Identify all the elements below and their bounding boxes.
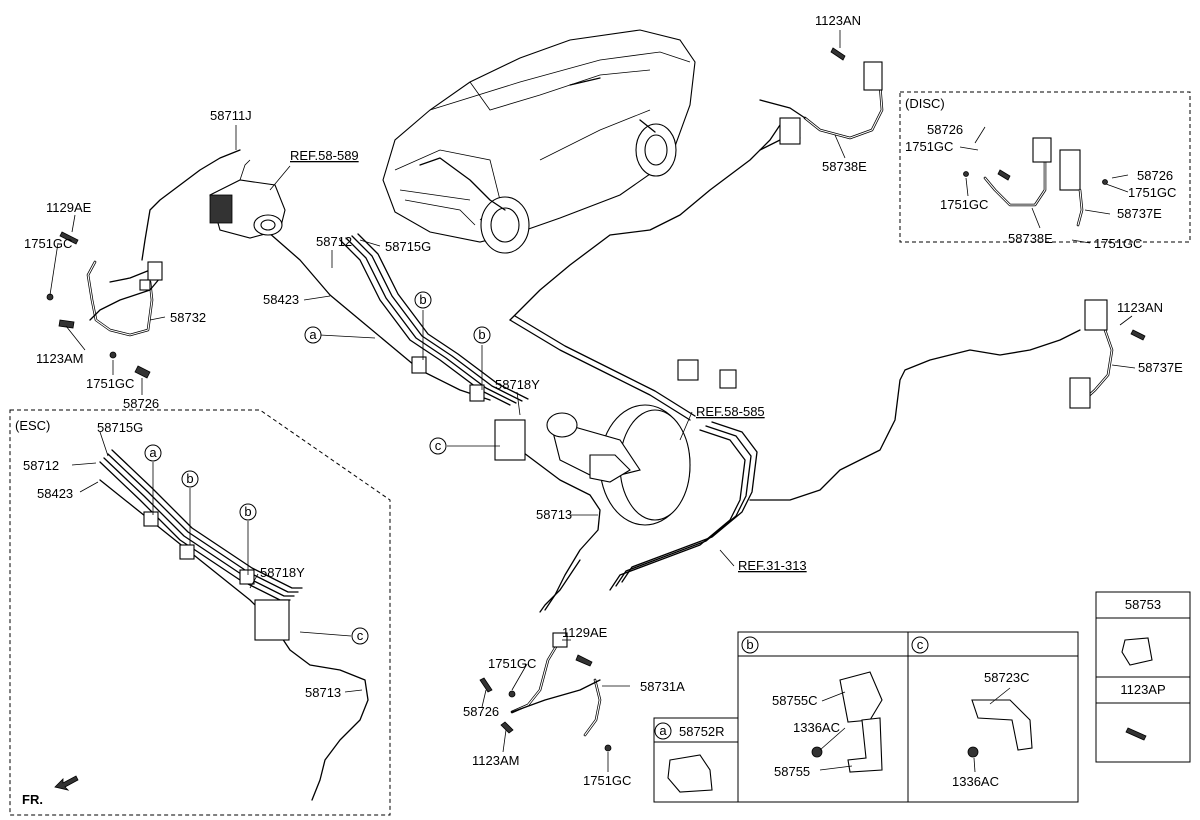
disc-inset xyxy=(899,91,1191,243)
label-ref-58-589: REF.58-589 xyxy=(290,148,359,163)
fr-label: FR. xyxy=(22,792,43,807)
marker-b-main1: b xyxy=(419,292,426,307)
marker-c-legend: c xyxy=(917,637,924,652)
label-1751GC-bottom1: 1751GC xyxy=(488,656,536,671)
leader-lines xyxy=(49,30,1136,773)
legend-labels: 58752R 58755C 1336AC 58755 58723C 1336AC… xyxy=(679,597,1166,789)
esc-label-58423: 58423 xyxy=(37,486,73,501)
legend-tables xyxy=(653,591,1191,803)
label-1123AM-left: 1123AM xyxy=(36,351,83,366)
marker-c-esc: c xyxy=(357,628,364,643)
label-58726-bottom: 58726 xyxy=(463,704,499,719)
label-1123AN-top: 1123AN xyxy=(815,13,861,28)
bolts xyxy=(46,47,1146,752)
label-ref-58-585: REF.58-585 xyxy=(696,404,765,419)
esc-title: (ESC) xyxy=(15,418,50,433)
disc-label-58726b: 58726 xyxy=(1137,168,1173,183)
disc-label-1751GCc: 1751GC xyxy=(1128,185,1176,200)
front-arrow-icon xyxy=(54,775,79,791)
legend-1123AP: 1123AP xyxy=(1120,682,1165,697)
label-58715G-main: 58715G xyxy=(385,239,431,254)
disc-label-58726a: 58726 xyxy=(927,122,963,137)
marker-a-main: a xyxy=(309,327,317,342)
esc-label-58715G: 58715G xyxy=(97,420,143,435)
label-1751GC-left2: 1751GC xyxy=(86,376,134,391)
label-1123AM-bottom: 1123AM xyxy=(472,753,519,768)
marker-b-legend: b xyxy=(746,637,753,652)
legend-58753: 58753 xyxy=(1125,597,1161,612)
esc-label-58713: 58713 xyxy=(305,685,341,700)
disc-labels: (DISC) 58726 1751GC 1751GC 58738E 58726 … xyxy=(905,96,1176,251)
label-58732: 58732 xyxy=(170,310,206,325)
label-58731A: 58731A xyxy=(640,679,685,694)
disc-label-1751GCa: 1751GC xyxy=(905,139,953,154)
legend-b-58755C: 58755C xyxy=(772,693,818,708)
label-58423-main: 58423 xyxy=(263,292,299,307)
main-pipes xyxy=(86,83,1114,737)
marker-a-esc: a xyxy=(149,445,157,460)
esc-labels: (ESC) 58715G 58712 58423 58718Y 58713 xyxy=(15,418,341,700)
disc-label-1751GCd: 1751GC xyxy=(1094,236,1142,251)
label-58713-main: 58713 xyxy=(536,507,572,522)
clips xyxy=(139,61,1108,648)
legend-c-1336AC: 1336AC xyxy=(952,774,999,789)
label-58712-main: 58712 xyxy=(316,234,352,249)
marker-b-main2: b xyxy=(478,327,485,342)
esc-label-58718Y: 58718Y xyxy=(260,565,305,580)
marker-c-main: c xyxy=(435,438,442,453)
legend-b-1336AC: 1336AC xyxy=(793,720,840,735)
label-58726-left: 58726 xyxy=(123,396,159,411)
esc-label-58712: 58712 xyxy=(23,458,59,473)
esc-inset xyxy=(9,409,391,816)
main-callouts: 1123AN 58738E 58711J REF.58-589 1129AE 1… xyxy=(24,13,1183,788)
car-illustration xyxy=(382,29,696,254)
marker-letters: a b b c a b b c a b c xyxy=(149,292,923,738)
label-1751GC-left1: 1751GC xyxy=(24,236,72,251)
disc-title: (DISC) xyxy=(905,96,945,111)
disc-label-1751GCb: 1751GC xyxy=(940,197,988,212)
front-direction-indicator: FR. xyxy=(22,775,79,807)
label-1129AE-left: 1129AE xyxy=(46,200,92,215)
label-1123AN-right: 1123AN xyxy=(1117,300,1163,315)
label-58738E-main: 58738E xyxy=(822,159,867,174)
circle-markers xyxy=(144,291,929,740)
label-1129AE-bottom: 1129AE xyxy=(562,625,608,640)
marker-a-legend: a xyxy=(659,723,667,738)
label-ref-31-313: REF.31-313 xyxy=(738,558,807,573)
disc-label-58737E: 58737E xyxy=(1117,206,1162,221)
label-1751GC-bottom2: 1751GC xyxy=(583,773,631,788)
legend-b-58755: 58755 xyxy=(774,764,810,779)
marker-b-esc1: b xyxy=(186,471,193,486)
label-58718Y-main: 58718Y xyxy=(495,377,540,392)
label-58711J: 58711J xyxy=(210,108,252,123)
legend-c-58723C: 58723C xyxy=(984,670,1030,685)
abs-hecu-unit xyxy=(209,159,286,239)
legend-a-title: 58752R xyxy=(679,724,725,739)
label-58737E-main: 58737E xyxy=(1138,360,1183,375)
disc-label-58738E: 58738E xyxy=(1008,231,1053,246)
marker-b-esc2: b xyxy=(244,504,251,519)
